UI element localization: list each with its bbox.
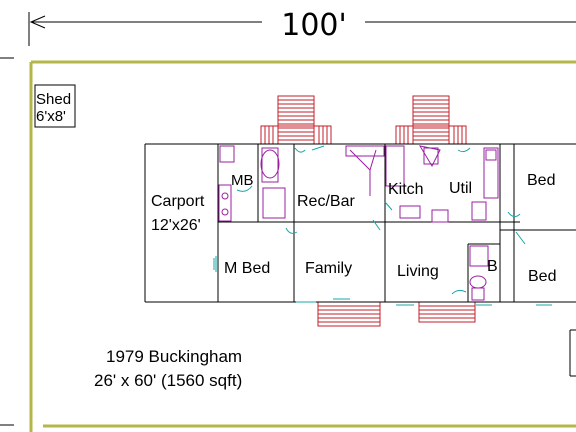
room-label-mb: MB [231, 172, 254, 189]
room-label-bath: B [487, 258, 498, 275]
room-label-bed-top-right: Bed [527, 172, 555, 189]
shed-outline [34, 84, 76, 128]
fixtures [218, 145, 499, 301]
room-label-bed-bottom-right: Bed [528, 268, 556, 285]
caption-size: 26' x 60' (1560 sqft) [94, 371, 242, 390]
house-walls [144, 143, 576, 377]
stairs-bottom-right [418, 301, 476, 323]
property-line [29, 60, 576, 432]
room-label-m-bed: M Bed [224, 260, 270, 277]
room-label-util: Util [449, 180, 472, 197]
room-label-kitch: Kitch [388, 181, 424, 198]
shed-size: 6'x8' [36, 108, 66, 125]
stairs-top-right [395, 95, 467, 145]
dimension-line [0, 12, 576, 426]
door-swings [213, 145, 552, 306]
room-label-living: Living [397, 263, 439, 280]
room-label-family: Family [305, 260, 352, 277]
dimension-label: 100' [281, 8, 347, 43]
stairs-top-left [260, 95, 332, 145]
room-label-carport: Carport [151, 193, 205, 210]
shed-label: Shed [36, 91, 71, 108]
stairs-bottom-left [317, 301, 381, 327]
caption-title: 1979 Buckingham [106, 347, 242, 366]
room-size-carport: 12'x26' [151, 217, 201, 234]
room-label-rec-bar: Rec/Bar [297, 193, 355, 210]
